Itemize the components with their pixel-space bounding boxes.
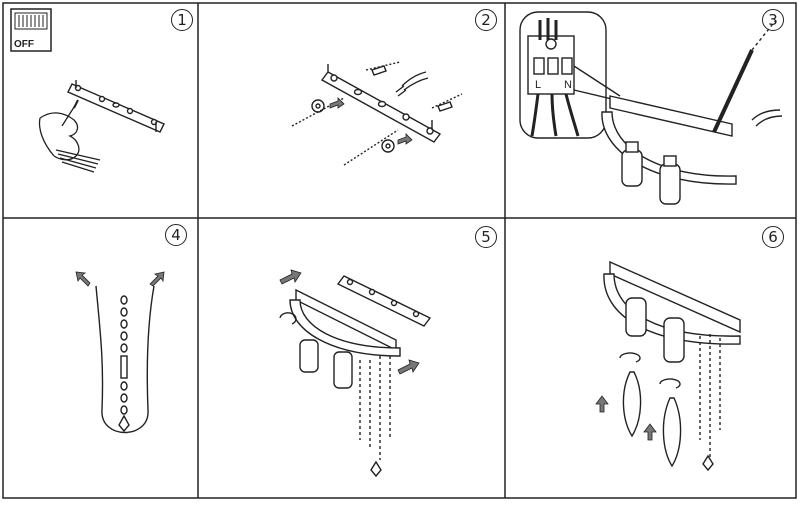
circuit-breaker-icon: OFF bbox=[10, 8, 52, 52]
panel-6-illustration bbox=[595, 260, 741, 472]
step-number-4: 4 bbox=[165, 224, 187, 246]
panel-grid bbox=[2, 2, 797, 499]
mounting-bar bbox=[336, 275, 432, 327]
rotate-icon bbox=[619, 352, 681, 389]
pliers-icon bbox=[395, 71, 429, 97]
mounting-bar bbox=[67, 80, 165, 133]
step-number-1: 1 bbox=[171, 9, 193, 31]
step-number-6: 6 bbox=[762, 226, 784, 248]
off-label: OFF bbox=[14, 39, 34, 50]
screw-icon bbox=[291, 61, 463, 166]
crystal-chain bbox=[699, 334, 721, 472]
arrow-icon bbox=[279, 269, 420, 375]
washer-icon bbox=[311, 99, 395, 153]
lamp-fixture bbox=[603, 260, 741, 363]
neutral-label: N bbox=[564, 79, 572, 91]
step-number-2: 2 bbox=[475, 9, 497, 31]
arrow-icon bbox=[329, 97, 413, 145]
panel-4-illustration bbox=[75, 271, 165, 434]
panel-1-illustration: OFF bbox=[10, 8, 165, 173]
arrow-icon bbox=[75, 271, 165, 287]
hand-illustration bbox=[38, 99, 101, 173]
lamp-fixture bbox=[601, 95, 737, 205]
panel-2-illustration bbox=[291, 61, 463, 166]
chain-loop bbox=[95, 285, 155, 434]
screwdriver-icon bbox=[712, 49, 754, 133]
panel-3-illustration: L N bbox=[519, 11, 783, 205]
pliers-icon bbox=[751, 109, 783, 127]
rotate-icon bbox=[279, 312, 297, 325]
live-label: L bbox=[535, 79, 541, 91]
wall-plug-icon bbox=[371, 65, 453, 112]
step-number-3: 3 bbox=[762, 9, 784, 31]
arrow-icon bbox=[595, 395, 657, 441]
step-number-5: 5 bbox=[475, 226, 497, 248]
crystal-chain bbox=[359, 356, 391, 478]
lamp-fixture bbox=[289, 288, 401, 389]
light-bulb bbox=[622, 371, 682, 468]
crystal-chain bbox=[118, 295, 130, 433]
panel-5-illustration bbox=[279, 269, 432, 478]
junction-box-inset: L N bbox=[519, 11, 607, 139]
